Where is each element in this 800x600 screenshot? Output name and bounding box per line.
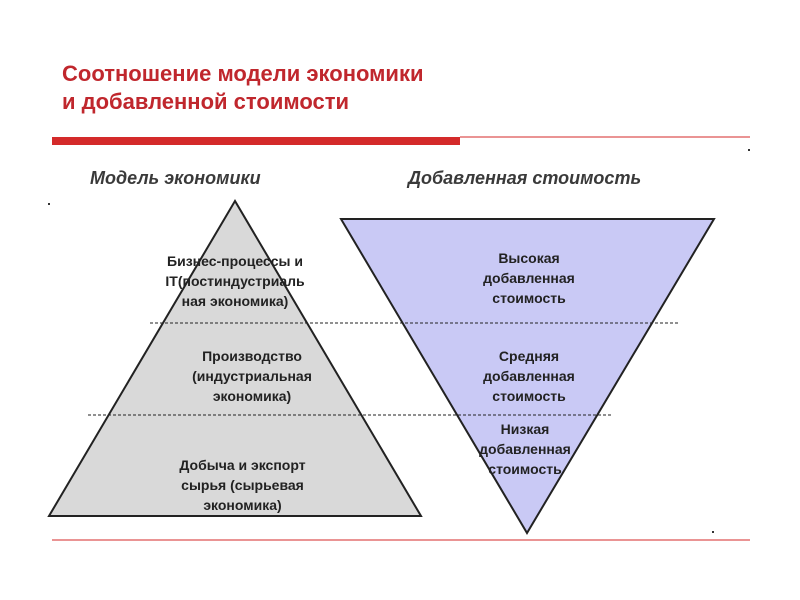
label-line: Добыча и экспорт bbox=[179, 457, 306, 473]
label-line: добавленная bbox=[483, 368, 575, 384]
label-line: Высокая bbox=[498, 250, 560, 266]
slide-title-line: Соотношение модели экономики bbox=[62, 61, 424, 86]
value-level-label: Высокая добавленная стоимость bbox=[454, 248, 604, 308]
label-line: стоимость bbox=[488, 461, 562, 477]
pyramid-shape bbox=[47, 199, 423, 517]
label-line: стоимость bbox=[492, 290, 566, 306]
label-line: экономика) bbox=[212, 388, 292, 404]
label-line: сырья (сырьевая bbox=[181, 477, 304, 493]
pyramid-level-label: Бизнес-процессы и IT(постиндустриаль ная… bbox=[140, 251, 330, 311]
label-line: IT(постиндустриаль bbox=[165, 273, 305, 289]
label-line: (индустриальная bbox=[192, 368, 312, 384]
title-accent-bar bbox=[52, 137, 460, 145]
label-line: экономика) bbox=[203, 497, 282, 513]
slide-title-line: и добавленной стоимости bbox=[62, 89, 350, 114]
label-line: добавленная bbox=[483, 270, 575, 286]
label-line: Низкая bbox=[500, 421, 550, 437]
label-line: Средняя bbox=[498, 348, 560, 364]
corner-dot bbox=[748, 149, 750, 151]
label-line: добавленная bbox=[479, 441, 571, 457]
label-line: ная экономика) bbox=[181, 293, 289, 309]
value-level-label: Средняя добавленная стоимость bbox=[454, 346, 604, 406]
pyramid-heading: Модель экономики bbox=[90, 168, 261, 188]
label-line: Бизнес-процессы и bbox=[167, 253, 303, 269]
value-triangle-shape bbox=[339, 218, 716, 535]
pyramid-level-label: Добыча и экспорт сырья (сырьевая экономи… bbox=[140, 455, 345, 515]
label-line: стоимость bbox=[492, 388, 566, 404]
pyramid-level-label: Производство (индустриальная экономика) bbox=[152, 346, 352, 406]
corner-dot bbox=[712, 531, 714, 533]
label-line: Производство bbox=[202, 348, 302, 364]
corner-dot bbox=[48, 203, 50, 205]
value-level-label: Низкая добавленная стоимость bbox=[450, 419, 600, 479]
value-triangle-heading: Добавленная стоимость bbox=[408, 168, 642, 188]
slide-title: Соотношение модели экономики и добавленн… bbox=[62, 60, 423, 116]
